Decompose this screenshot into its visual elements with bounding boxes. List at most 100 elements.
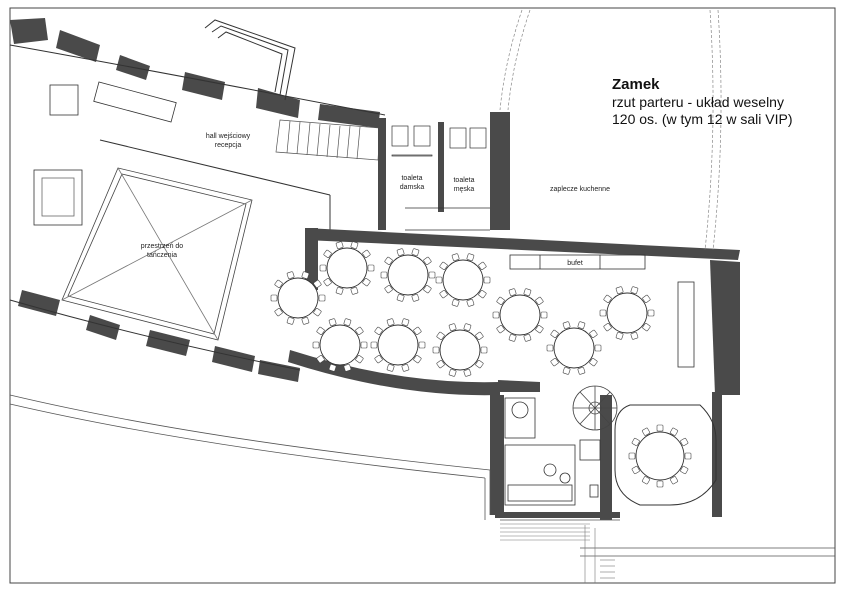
chair [562, 321, 571, 329]
chair [439, 290, 448, 299]
chair [535, 325, 544, 334]
chair [432, 346, 440, 354]
round-table [312, 318, 368, 372]
toilet-female-label-2: damska [400, 184, 425, 191]
chair [451, 299, 460, 307]
plan-subtitle-1: rzut parteru - układ weselny [612, 94, 784, 110]
chair [274, 279, 283, 288]
buffet-counter [509, 254, 646, 270]
chair [523, 334, 532, 342]
chair [448, 369, 457, 377]
lower-right-walls [490, 392, 722, 520]
chair [641, 427, 651, 436]
chair [367, 264, 375, 272]
chair [362, 278, 371, 287]
chair [439, 261, 448, 270]
chair [647, 309, 655, 317]
round-table [270, 271, 326, 325]
chair [641, 476, 651, 485]
chair [301, 317, 310, 325]
long-table [677, 281, 695, 368]
chair [318, 294, 326, 302]
kitchen-label: zaplecze kuchenne [550, 186, 610, 193]
chair [436, 360, 445, 369]
dance-floor [61, 167, 253, 341]
chair [362, 249, 371, 258]
dance-label-1: przestrzeń do [141, 243, 184, 250]
chair [615, 332, 624, 340]
chair [535, 296, 544, 305]
chair [301, 271, 310, 279]
round-table [628, 424, 692, 488]
chair [350, 241, 359, 249]
chair [370, 341, 378, 349]
chair [360, 341, 368, 349]
chair [475, 331, 484, 340]
round-table [492, 288, 548, 342]
chair [546, 344, 554, 352]
chair [589, 329, 598, 338]
hall-label-1: hall wejściowy [206, 133, 251, 140]
entrance-portico [204, 19, 296, 101]
chair [411, 294, 420, 302]
toilet-walls [378, 112, 510, 230]
chair [523, 288, 532, 296]
terrace [9, 394, 835, 557]
chair [642, 294, 651, 303]
chair [483, 276, 491, 284]
chair [508, 288, 517, 296]
chair [384, 285, 393, 294]
chair [550, 329, 559, 338]
chair [669, 476, 679, 485]
chair [562, 367, 571, 375]
round-table [546, 321, 602, 375]
chair [374, 326, 383, 335]
buffet-label: bufet [567, 260, 583, 267]
chair [603, 323, 612, 332]
terrace-steps [500, 523, 615, 583]
chair [496, 296, 505, 305]
chair [313, 279, 322, 288]
chair [684, 452, 692, 460]
left-rooms [33, 81, 177, 226]
chair [286, 317, 295, 325]
round-tables [270, 241, 692, 488]
round-table [319, 241, 375, 295]
chair [286, 271, 295, 279]
chair [603, 294, 612, 303]
chair [680, 465, 689, 475]
chair [323, 249, 332, 258]
chair [496, 325, 505, 334]
chair [435, 276, 443, 284]
chair [642, 323, 651, 332]
toilet-male-label-2: męska [454, 186, 475, 193]
chair [343, 318, 352, 326]
chair [463, 369, 472, 377]
chair [540, 311, 548, 319]
drawing-frame [9, 7, 836, 584]
chair [478, 261, 487, 270]
chair [401, 318, 410, 326]
chair [631, 465, 640, 475]
dashed-outline [499, 9, 722, 251]
round-table [370, 318, 426, 372]
chair [594, 344, 602, 352]
round-table [599, 286, 655, 340]
toilet-male-label-1: toaleta [453, 177, 474, 184]
chair [428, 271, 436, 279]
title-block: Zamek rzut parteru - układ weselny 120 o… [612, 76, 834, 128]
chair [312, 341, 320, 349]
chair [413, 326, 422, 335]
chair [478, 290, 487, 299]
chair [550, 358, 559, 367]
chair [350, 287, 359, 295]
chair [423, 256, 432, 265]
chair [577, 321, 586, 329]
chair [413, 355, 422, 364]
round-table [435, 253, 491, 307]
toilet-cubicles [391, 125, 490, 231]
spiral-stair [572, 385, 618, 431]
chair [343, 364, 352, 372]
chair [589, 358, 598, 367]
chair [466, 299, 475, 307]
